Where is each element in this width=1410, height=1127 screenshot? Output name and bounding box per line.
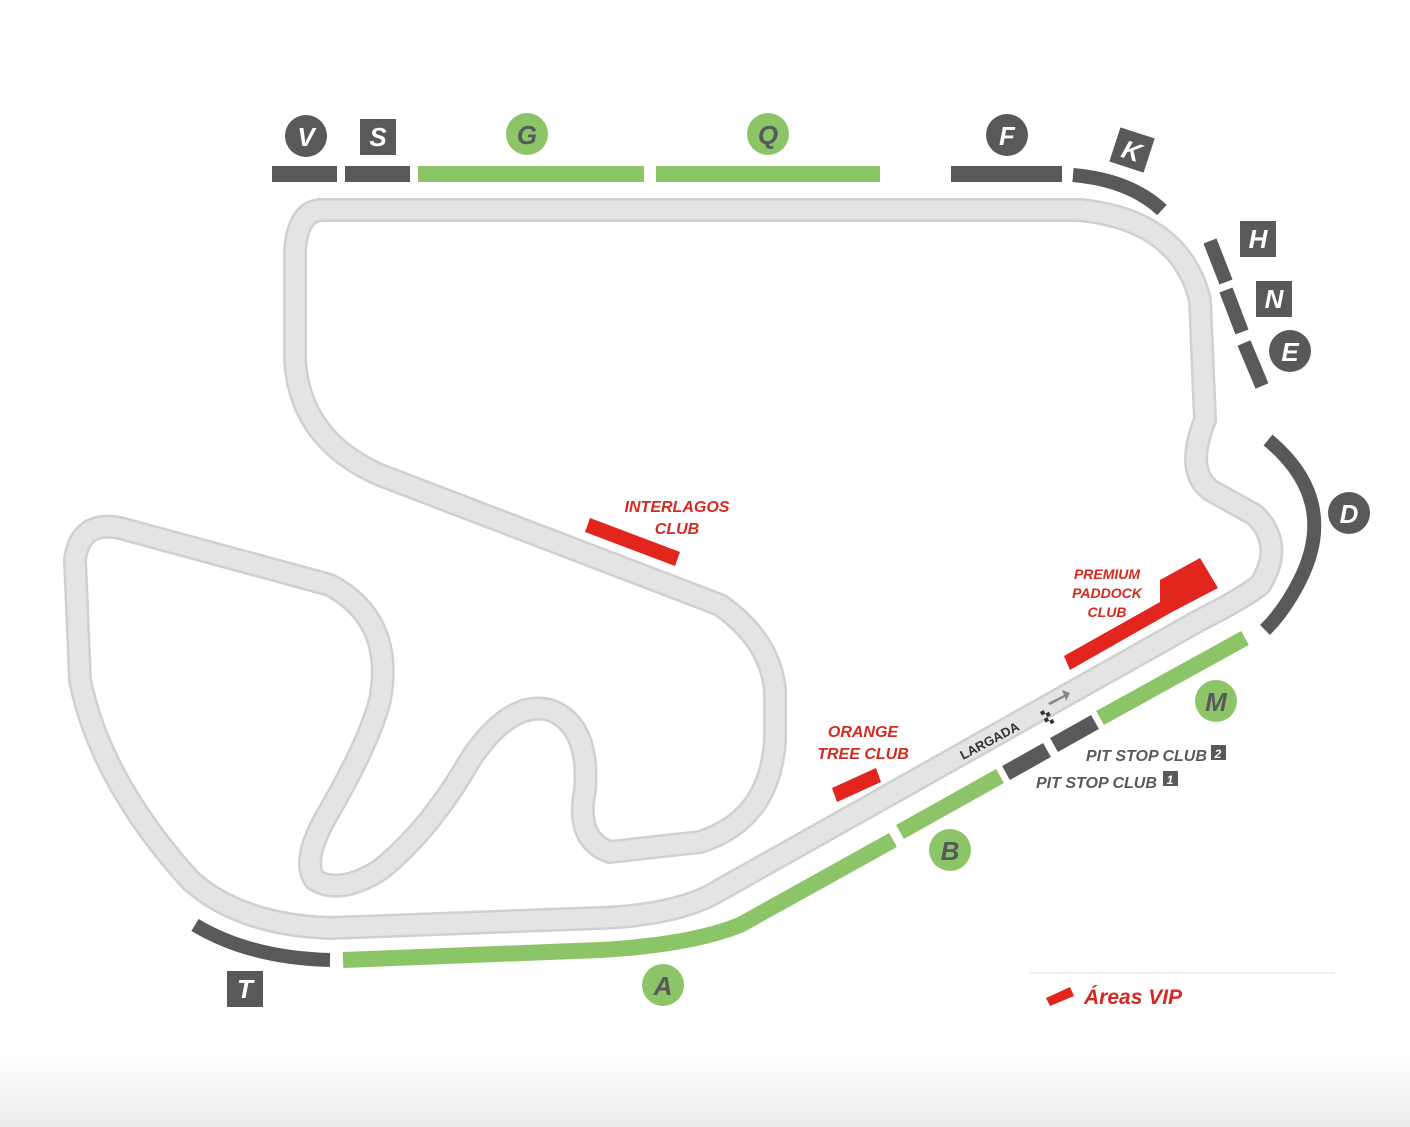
stand-label-q: Q (747, 113, 789, 155)
pit-stop-club-1-number: 1 (1167, 773, 1174, 787)
stand-k[interactable] (1072, 168, 1167, 216)
pit-stop-club-2-label: PIT STOP CLUB (1086, 748, 1207, 765)
stand-label-m: M (1195, 680, 1237, 722)
stand-e[interactable] (1237, 340, 1269, 389)
stand-label-d: D (1328, 492, 1370, 534)
vip-label-orange-tree-2: TREE CLUB (817, 746, 909, 763)
vip-interlagos-club[interactable] (585, 518, 680, 566)
vip-orange-tree-club[interactable] (832, 768, 881, 802)
stand-a[interactable] (342, 833, 897, 968)
stand-label-f: F (986, 114, 1028, 156)
svg-text:G: G (517, 120, 537, 150)
svg-text:A: A (653, 971, 673, 1001)
pit-stop-club-2-number: 2 (1214, 747, 1222, 761)
svg-text:Q: Q (758, 120, 778, 150)
stand-pit-stop-club-2[interactable] (1050, 715, 1099, 752)
vip-label-interlagos-club-2: CLUB (655, 521, 699, 538)
vip-label-premium-3: CLUB (1088, 604, 1127, 620)
checkered-flag-icon (1040, 710, 1055, 725)
svg-text:F: F (999, 121, 1016, 151)
stand-label-t: T (227, 971, 263, 1007)
stand-label-n: N (1256, 281, 1292, 317)
bottom-fade (0, 1057, 1410, 1127)
svg-text:E: E (1281, 337, 1299, 367)
stand-n[interactable] (1219, 287, 1249, 335)
stand-label-b: B (929, 829, 971, 871)
stand-d[interactable] (1259, 434, 1322, 635)
stand-label-h: H (1240, 221, 1276, 257)
direction-arrow-icon (1048, 690, 1070, 705)
stand-label-v: V (285, 115, 327, 157)
stand-t[interactable] (191, 918, 331, 967)
svg-text:V: V (297, 122, 317, 152)
svg-text:M: M (1205, 687, 1228, 717)
stand-label-k: K (1109, 127, 1155, 173)
legend-label: Áreas VIP (1083, 986, 1183, 1009)
vip-label-premium-1: PREMIUM (1074, 566, 1140, 582)
stand-label-e: E (1269, 330, 1311, 372)
vip-label-interlagos-club-1: INTERLAGOS (625, 499, 730, 516)
svg-text:S: S (369, 122, 387, 152)
vip-label-premium-2: PADDOCK (1072, 585, 1143, 601)
svg-text:B: B (941, 836, 960, 866)
svg-text:T: T (237, 974, 255, 1004)
stand-label-a: A (642, 964, 684, 1006)
stand-label-g: G (506, 113, 548, 155)
vip-label-orange-tree-1: ORANGE (828, 724, 900, 741)
stand-m[interactable] (1096, 630, 1249, 726)
svg-text:N: N (1265, 284, 1285, 314)
stand-h[interactable] (1203, 238, 1233, 285)
race-track-surface (65, 200, 1281, 938)
legend-vip-swatch (1046, 987, 1074, 1006)
stand-pit-stop-club-1[interactable] (1002, 743, 1051, 780)
vip-premium-paddock-club[interactable] (1064, 558, 1218, 670)
stand-label-s: S (360, 119, 396, 155)
stand-b[interactable] (896, 769, 1004, 839)
svg-text:H: H (1249, 224, 1269, 254)
pit-stop-club-1-label: PIT STOP CLUB (1036, 775, 1157, 792)
svg-text:D: D (1340, 499, 1359, 529)
